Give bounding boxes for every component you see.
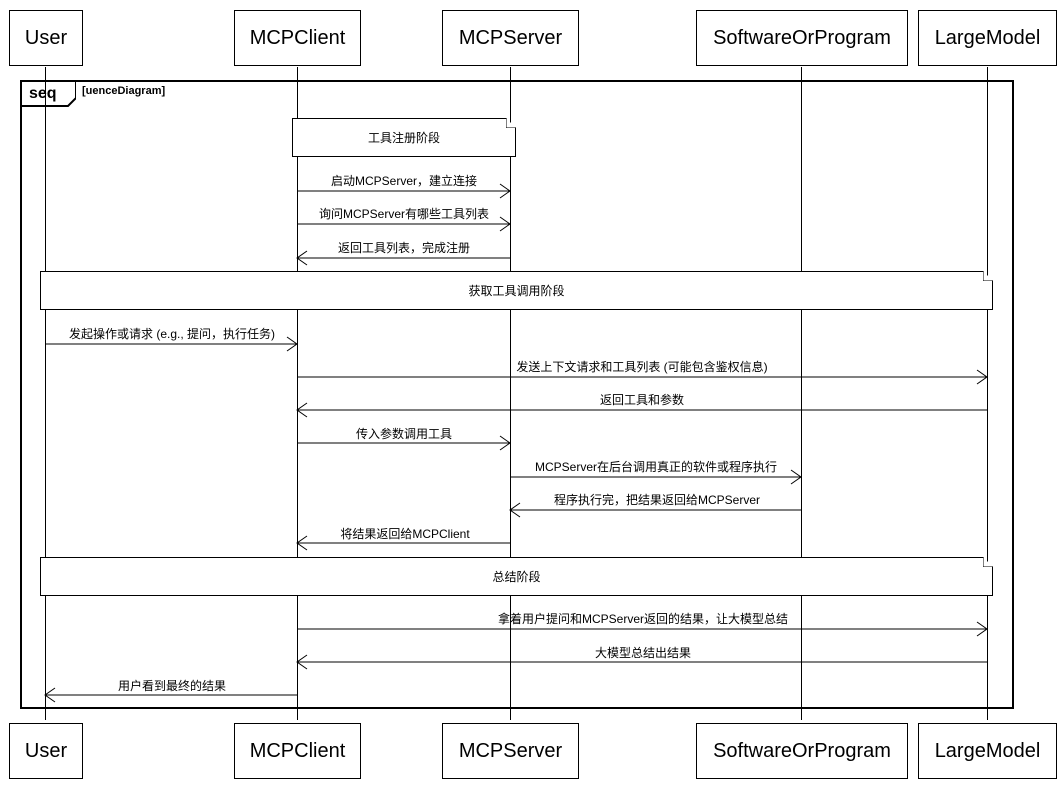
participant-software-bottom: SoftwareOrProgram — [696, 723, 908, 779]
message-label-13: 用户看到最终的结果 — [117, 679, 227, 693]
arrowhead-3 — [296, 250, 308, 266]
participant-mcpclient-bottom: MCPClient — [234, 723, 361, 779]
message-label-5: 发送上下文请求和工具列表 (可能包含鉴权信息) — [516, 360, 768, 374]
message-label-9: 程序执行完，把结果返回给MCPServer — [553, 493, 761, 507]
message-label-3: 返回工具列表，完成注册 — [337, 241, 471, 255]
note-tool-invocation-text: 获取工具调用阶段 — [468, 284, 565, 298]
participant-user-top: User — [9, 10, 83, 66]
arrowhead-9 — [509, 502, 521, 518]
message-label-7: 传入参数调用工具 — [355, 427, 453, 441]
message-label-10: 将结果返回给MCPClient — [340, 527, 470, 541]
arrowhead-4 — [286, 336, 298, 352]
participant-software-top: SoftwareOrProgram — [696, 10, 908, 66]
message-label-12: 大模型总结出结果 — [594, 646, 692, 660]
arrowhead-8 — [790, 469, 802, 485]
arrowhead-1 — [499, 183, 511, 199]
arrowhead-2 — [499, 216, 511, 232]
arrowhead-7 — [499, 435, 511, 451]
message-label-8: MCPServer在后台调用真正的软件或程序执行 — [534, 460, 778, 474]
frame-tab — [20, 80, 76, 107]
note-tool-registration: 工具注册阶段 — [292, 118, 516, 157]
participant-largemodel-top: LargeModel — [918, 10, 1057, 66]
frame-keyword: seq — [29, 85, 57, 102]
note-summary: 总结阶段 — [40, 557, 993, 596]
lifeline-software — [801, 67, 802, 720]
arrowhead-13 — [44, 687, 56, 703]
message-label-6: 返回工具和参数 — [599, 393, 685, 407]
note-summary-text: 总结阶段 — [492, 570, 541, 584]
message-label-2: 询问MCPServer有哪些工具列表 — [318, 207, 490, 221]
note-tool-registration-text: 工具注册阶段 — [367, 131, 440, 145]
participant-mcpserver-top: MCPServer — [442, 10, 579, 66]
message-label-11: 拿着用户提问和MCPServer返回的结果，让大模型总结 — [497, 612, 789, 626]
arrowhead-11 — [976, 621, 988, 637]
frame-label: [uenceDiagram] — [82, 85, 166, 97]
arrowhead-10 — [296, 535, 308, 551]
message-label-4: 发起操作或请求 (e.g., 提问，执行任务) — [68, 327, 276, 341]
arrowhead-12 — [296, 654, 308, 670]
lifeline-mcpclient — [297, 67, 298, 720]
participant-mcpclient-top: MCPClient — [234, 10, 361, 66]
participant-user-bottom: User — [9, 723, 83, 779]
arrowhead-6 — [296, 402, 308, 418]
lifeline-user — [45, 67, 46, 720]
arrowhead-5 — [976, 369, 988, 385]
sequence-frame — [20, 80, 1014, 709]
lifeline-mcpserver — [510, 67, 511, 720]
lifeline-largemodel — [987, 67, 988, 720]
note-tool-invocation: 获取工具调用阶段 — [40, 271, 993, 310]
message-label-1: 启动MCPServer，建立连接 — [330, 174, 478, 188]
participant-mcpserver-bottom: MCPServer — [442, 723, 579, 779]
participant-largemodel-bottom: LargeModel — [918, 723, 1057, 779]
